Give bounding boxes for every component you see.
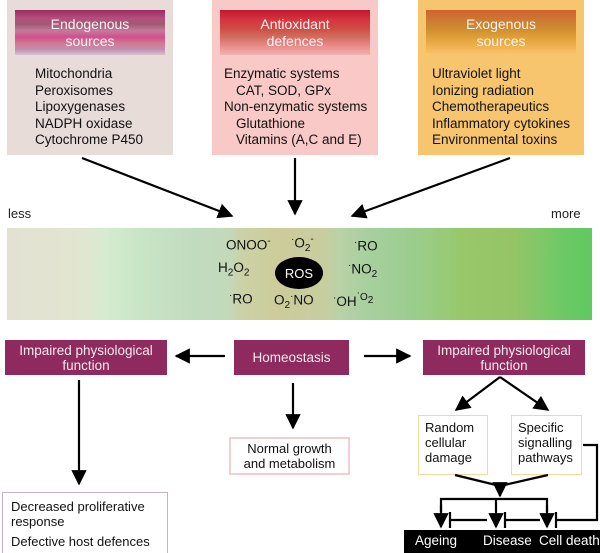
box-line: Impaired physiological (437, 342, 571, 358)
random-damage-box: Random cellular damage (418, 415, 488, 475)
box-line: Impaired physiological (19, 342, 153, 358)
ros-center-ellipse: ROS (275, 257, 323, 289)
list-item: Lipoxygenases (35, 99, 126, 114)
scale-more-label: more (551, 206, 581, 221)
header-line: Endogenous (50, 15, 130, 32)
antioxidant-defences-box: Antioxidant defences Enzymatic systems C… (212, 0, 378, 155)
header-line: sources (476, 32, 526, 49)
header-line: Antioxidant (260, 15, 330, 32)
box-line: pathways (518, 450, 573, 465)
homeostasis-box: Homeostasis (234, 340, 349, 375)
box-line: Defective host defences (11, 534, 150, 549)
endogenous-sources-header: Endogenous sources (15, 10, 165, 55)
list-item: Vitamins (A,C and E) (236, 132, 362, 147)
header-line: Exogenous (465, 15, 537, 32)
list-item: Enzymatic systems (224, 66, 340, 81)
arrow-endogenous-to-ros (81, 156, 234, 219)
exogenous-sources-box: Exogenous sources Ultraviolet light Ioni… (418, 0, 584, 155)
outcome-ageing: Ageing (415, 533, 458, 548)
molecule-alkoxyl-top: ·RO (354, 237, 378, 254)
molecule-alkoxyl-bottom: ·RO (229, 290, 253, 307)
connector-bus (439, 497, 549, 512)
list-item: Ionizing radiation (432, 82, 535, 98)
arrow-impaired-to-specific (499, 376, 550, 411)
list-item: Peroxisomes (35, 82, 114, 98)
antioxidant-defences-header: Antioxidant defences (220, 10, 370, 55)
endogenous-sources-list: Mitochondria Peroxisomes Lipoxygenases N… (35, 66, 143, 149)
list-item: Non-enzymatic systems (224, 99, 368, 114)
list-item: Inflammatory cytokines (432, 115, 571, 131)
final-outcomes-bar: Ageing Disease Cell death (404, 530, 600, 553)
outcome-disease: Disease (483, 533, 532, 548)
molecule-peroxynitrite: ONOO- (226, 236, 271, 253)
endogenous-sources-box: Endogenous sources Mitochondria Peroxiso… (7, 0, 173, 155)
exogenous-sources-list: Ultraviolet light Ionizing radiation Che… (432, 66, 570, 149)
box-line: Random (425, 420, 475, 435)
box-line: function (480, 357, 528, 373)
molecule-hydrogen-peroxide: H2O2 (218, 260, 250, 279)
molecule-nitrogen-dioxide: ·NO2 (348, 260, 378, 281)
molecule-superoxide: ·O2- (291, 234, 314, 255)
list-item: Ultraviolet light (432, 66, 521, 81)
box-line: signalling (518, 435, 573, 450)
box-line: Homeostasis (252, 350, 331, 365)
impaired-function-left-box: Impaired physiological function (5, 340, 167, 375)
exogenous-sources-header: Exogenous sources (426, 10, 576, 55)
box-line: Normal growth (247, 441, 332, 456)
header-line: defences (266, 32, 324, 49)
molecule-oxygen-nitric-oxide: O2·NO (274, 291, 314, 312)
arrow-exogenous-to-ros (350, 156, 511, 219)
molecule-hydroxyl: ·OH·O2 (333, 288, 374, 309)
box-line: damage (425, 450, 472, 465)
header-line: sources (65, 32, 115, 49)
box-line: and metabolism (243, 456, 336, 471)
outcome-cell-death: Cell death (539, 533, 600, 548)
list-item: CAT, SOD, GPx (236, 82, 332, 98)
specific-pathways-box: Specific signalling pathways (511, 415, 582, 475)
list-item: Environmental toxins (432, 132, 558, 147)
impaired-function-right-box: Impaired physiological function (423, 340, 585, 375)
antioxidant-defences-list: Enzymatic systems CAT, SOD, GPx Non-enzy… (224, 66, 367, 149)
normal-growth-box: Normal growth and metabolism (229, 437, 350, 475)
list-item: Cytochrome P450 (35, 132, 144, 147)
box-line: function (62, 357, 110, 373)
connector-specific-merge (499, 473, 549, 488)
box-line: Specific (518, 420, 564, 435)
connector-random-merge (454, 473, 501, 488)
list-item: Mitochondria (35, 66, 113, 81)
arrow-impaired-to-random (454, 376, 501, 411)
list-item: NADPH oxidase (35, 115, 133, 131)
box-line: Decreased proliferative response (11, 499, 145, 529)
scale-less-label: less (8, 206, 32, 221)
decreased-response-box: Decreased proliferative response Defecti… (2, 492, 168, 553)
box-line: cellular (425, 435, 467, 450)
list-item: Glutathione (236, 115, 306, 131)
list-item: Chemotherapeutics (432, 99, 550, 114)
